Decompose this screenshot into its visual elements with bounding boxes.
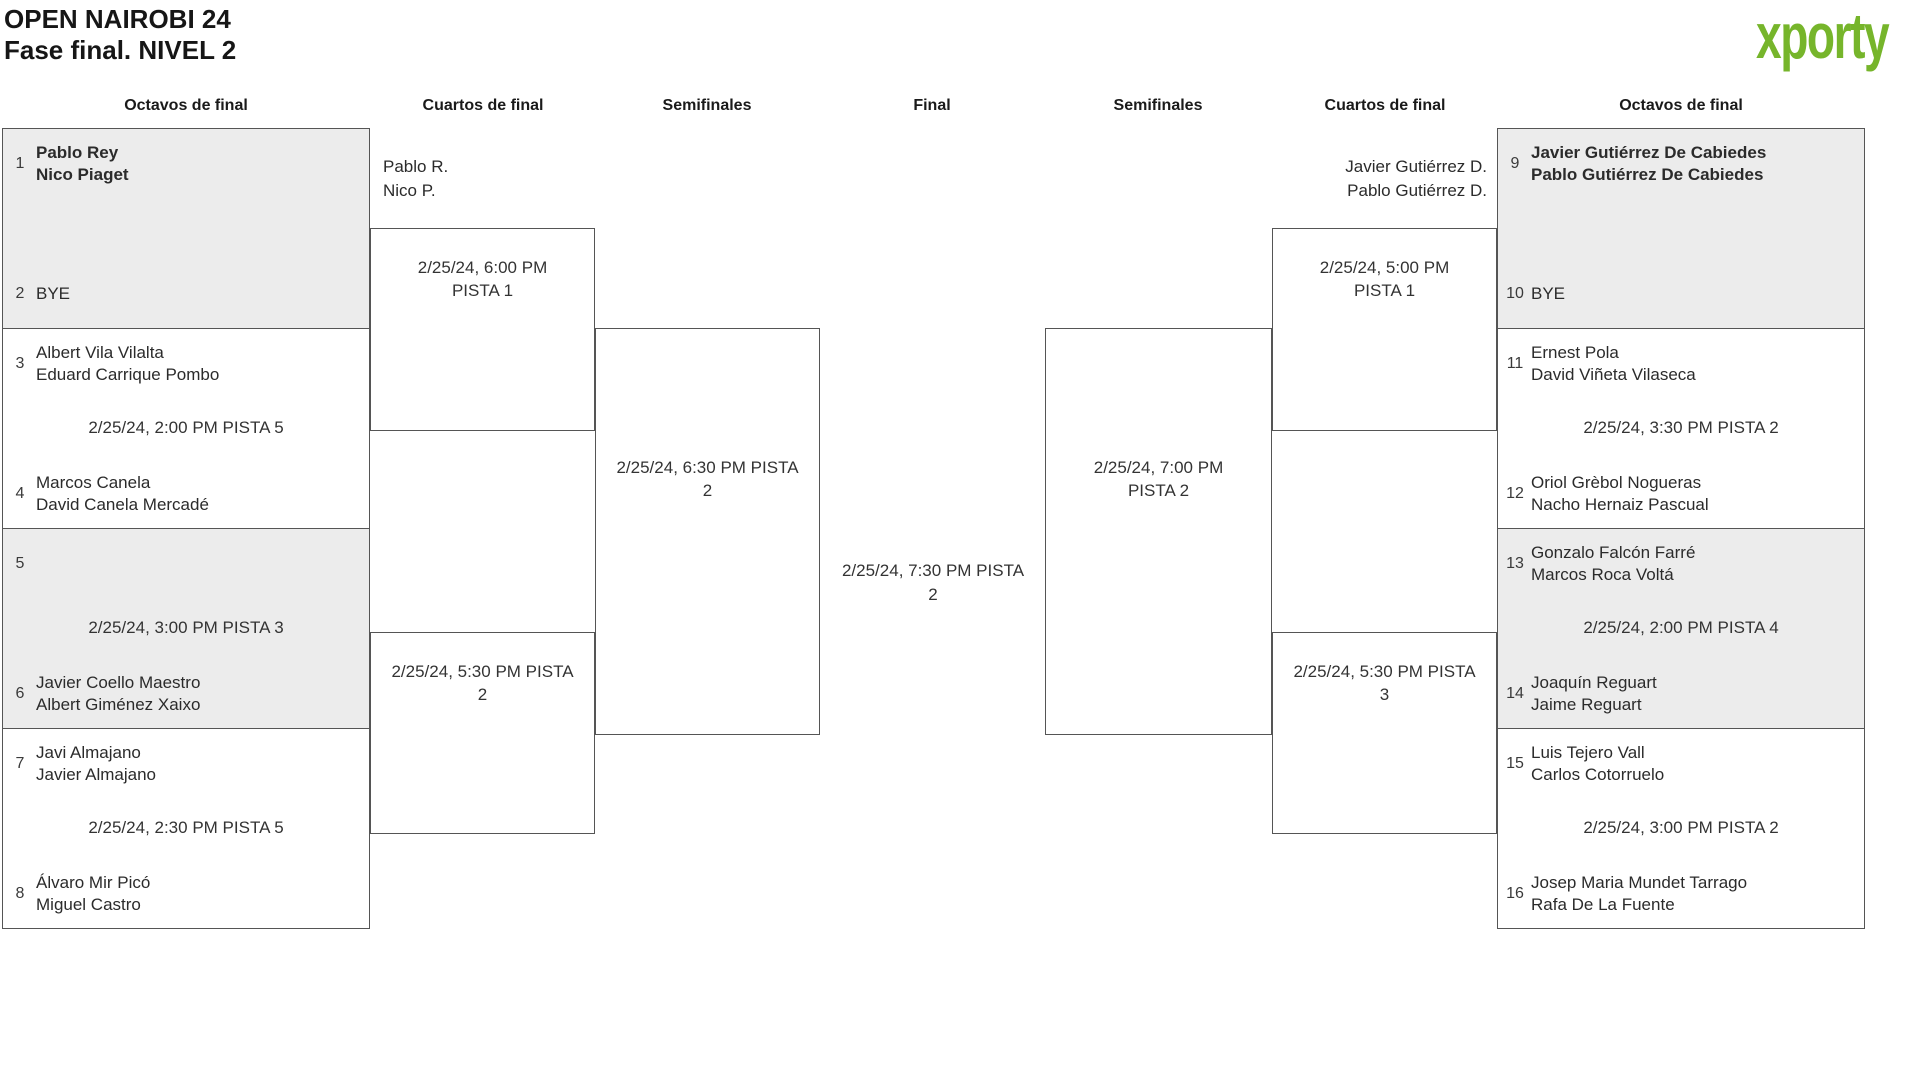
stage-subtitle: Fase final. NIVEL 2 (4, 35, 237, 65)
match-time: 2/25/24, 7:00 PM PISTA 2 (1093, 458, 1224, 500)
match-time: 2/25/24, 3:30 PM PISTA 2 (1583, 418, 1779, 437)
seed-number: 11 (1506, 355, 1524, 372)
seed-number: 12 (1506, 485, 1524, 502)
match-time: 2/25/24, 2:00 PM PISTA 4 (1583, 618, 1779, 637)
advancing-team-left: Pablo R. Nico P. (383, 157, 449, 200)
match-box-qf-right-bottom[interactable]: 2/25/24, 5:30 PM PISTA 3 (1272, 632, 1497, 834)
match-box-sf-left[interactable]: 2/25/24, 6:30 PM PISTA 2 (595, 328, 820, 735)
seed-number: 13 (1506, 555, 1524, 572)
match-box-r16-3[interactable]: 5 2/25/24, 3:00 PM PISTA 3 6 Javier Coel… (2, 528, 370, 729)
seed-number: 14 (1506, 685, 1524, 702)
round-header-cuartos-left: Cuartos de final (422, 97, 544, 114)
seed-number: 16 (1506, 885, 1524, 902)
round-header-final: Final (913, 97, 951, 114)
seed-number: 5 (15, 555, 25, 572)
logo-wordmark: xporty (1756, 0, 1890, 72)
round-header-octavos-right: Octavos de final (1619, 97, 1743, 114)
seed-number: 9 (1510, 155, 1520, 172)
match-box-qf-left-bottom[interactable]: 2/25/24, 5:30 PM PISTA 2 (370, 632, 595, 834)
seed-number: 7 (15, 755, 25, 772)
tournament-title: OPEN NAIROBI 24 (4, 4, 231, 34)
round-header-octavos-left: Octavos de final (124, 97, 248, 114)
match-time: 2/25/24, 5:00 PM PISTA 1 (1319, 258, 1450, 300)
seed-number: 15 (1506, 755, 1524, 772)
match-time: 2/25/24, 6:30 PM PISTA 2 (616, 458, 799, 500)
round-header-cuartos-right: Cuartos de final (1324, 97, 1446, 114)
match-box-qf-right-top[interactable]: 2/25/24, 5:00 PM PISTA 1 (1272, 228, 1497, 431)
seed-number: 10 (1506, 285, 1524, 302)
seed-number: 2 (15, 285, 25, 302)
team-names: BYE (36, 284, 71, 303)
seed-number: 1 (15, 155, 25, 172)
round-header-semis-left: Semifinales (662, 97, 752, 114)
seed-number: 6 (15, 685, 25, 702)
seed-number: 3 (15, 355, 25, 372)
match-box-sf-right[interactable]: 2/25/24, 7:00 PM PISTA 2 (1045, 328, 1272, 735)
title-block: OPEN NAIROBI 24 Fase final. NIVEL 2 (4, 4, 236, 66)
final-match-time: 2/25/24, 7:30 PM PISTA 2 (841, 561, 1025, 604)
match-time: 2/25/24, 5:30 PM PISTA 3 (1293, 662, 1476, 704)
match-time: 2/25/24, 2:30 PM PISTA 5 (88, 818, 284, 837)
match-time: 2/25/24, 2:00 PM PISTA 5 (88, 418, 284, 437)
match-time: 2/25/24, 5:30 PM PISTA 2 (391, 662, 574, 704)
round-header-semis-right: Semifinales (1113, 97, 1203, 114)
match-time: 2/25/24, 3:00 PM PISTA 2 (1583, 818, 1779, 837)
advancing-team-right: Javier Gutiérrez D. Pablo Gutiérrez D. (1345, 157, 1487, 200)
seed-number: 8 (15, 885, 25, 902)
match-time: 2/25/24, 6:00 PM PISTA 1 (417, 258, 548, 300)
seed-number: 4 (15, 485, 25, 502)
match-box-qf-left-top[interactable]: 2/25/24, 6:00 PM PISTA 1 (370, 228, 595, 431)
match-time: 2/25/24, 3:00 PM PISTA 3 (88, 618, 284, 637)
team-names: BYE (1531, 284, 1566, 303)
